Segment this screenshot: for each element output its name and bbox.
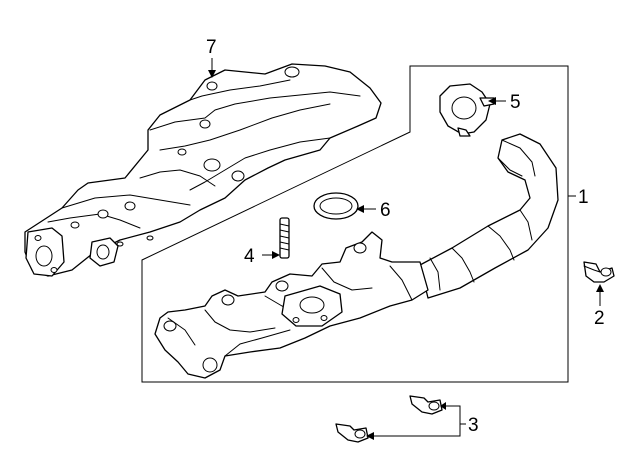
callout-6: 6 xyxy=(380,200,391,221)
callout-leaders xyxy=(208,58,604,440)
flange-clamp-part-5 xyxy=(439,83,495,137)
gasket-part-6 xyxy=(313,192,359,220)
callout-7: 7 xyxy=(206,37,217,58)
bolts-part-3 xyxy=(335,395,443,443)
exhaust-manifold-part-1 xyxy=(154,133,559,379)
heat-shield-part-7 xyxy=(24,63,382,277)
bolt-part-2 xyxy=(583,261,615,283)
stud-part-4 xyxy=(279,217,290,259)
callout-1: 1 xyxy=(578,187,589,208)
callout-5: 5 xyxy=(510,92,521,113)
callout-2: 2 xyxy=(594,308,605,329)
callout-3: 3 xyxy=(468,415,479,436)
assembly-frame xyxy=(141,65,569,383)
callout-4: 4 xyxy=(244,246,255,267)
